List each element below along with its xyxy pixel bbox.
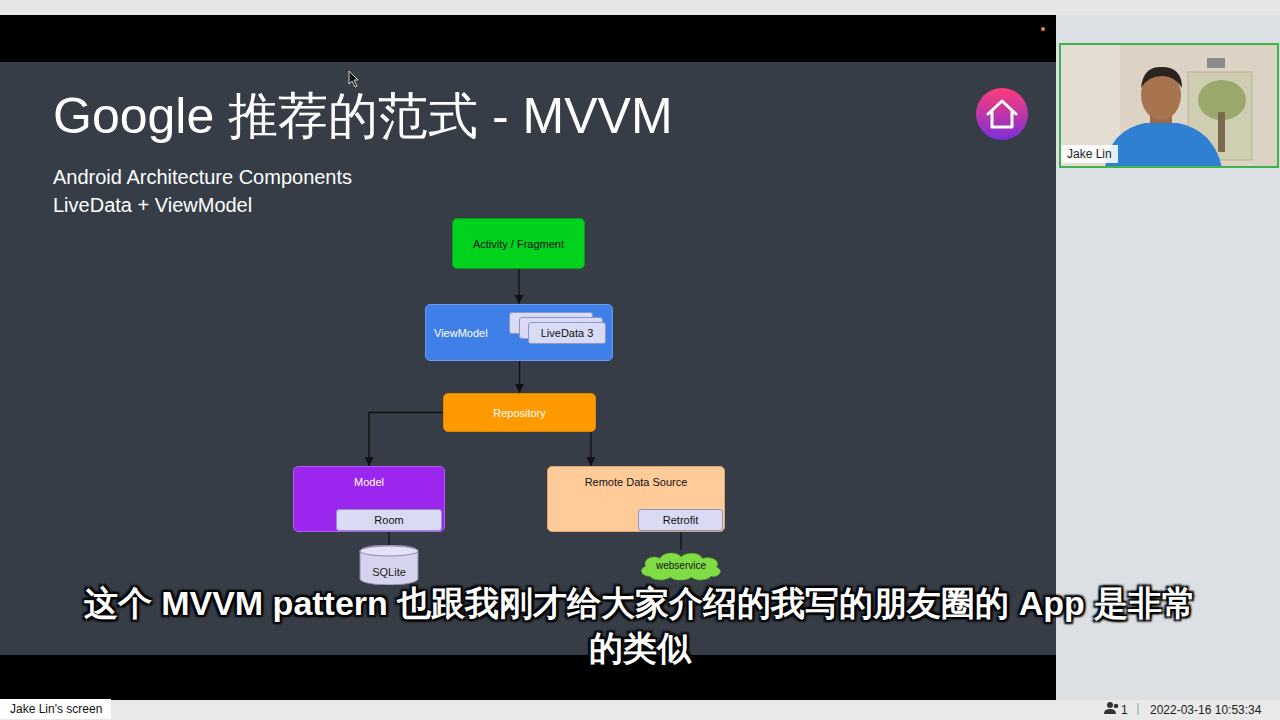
library-box: Room [336, 509, 442, 531]
mouse-cursor [349, 71, 358, 87]
participant-icon [1104, 702, 1118, 714]
webcam-wall-light [1060, 44, 1120, 167]
participant-head-back [1114, 704, 1119, 709]
node-label: ViewModel [434, 327, 488, 339]
connector [518, 269, 519, 304]
connector [680, 531, 681, 550]
participant-name: Jake Lin [1061, 145, 1118, 163]
connector [388, 531, 389, 545]
status-dot [1041, 27, 1045, 31]
node-label: Room [374, 514, 403, 526]
status-separator [1138, 703, 1139, 715]
database-cylinder: SQLite [359, 545, 419, 585]
connector [519, 361, 520, 393]
home-icon-circle [976, 88, 1028, 140]
subtitle-line: LiveData + ViewModel [53, 194, 252, 217]
node-label: Repository [493, 407, 546, 419]
participant-count: 1 [1121, 703, 1128, 717]
video-caption: 这个 MVVM pattern 也跟我刚才给大家介绍的我写的朋友圈的 App 是… [75, 581, 1205, 671]
remote-source-box: Remote Data SourceRetrofit [547, 466, 725, 532]
cloud-body [642, 553, 721, 580]
node-label: SQLite [372, 566, 406, 578]
connector [590, 432, 591, 466]
timestamp: 2022-03-16 10:53:34 [1150, 703, 1261, 717]
library-box: Retrofit [638, 509, 723, 531]
viewmodel-box: ViewModel LiveData 3 [425, 304, 613, 361]
home-icon-house [988, 101, 1016, 127]
connector [369, 413, 443, 467]
screen-share-label: Jake Lin's screen [0, 699, 111, 719]
repository-box: Repository [443, 393, 596, 432]
webcam-shirt [1105, 123, 1222, 167]
node-label: Retrofit [663, 514, 698, 526]
node-label: Model [354, 476, 384, 488]
bottom-strip [0, 700, 1280, 720]
webcam-picture-trunk [1218, 112, 1225, 152]
top-strip [0, 0, 1280, 15]
webcam-hair [1141, 67, 1182, 88]
model-box: ModelRoom [293, 466, 445, 532]
node-label: Remote Data Source [585, 476, 688, 488]
webcam-thumbnail [1060, 44, 1278, 167]
slide-background [0, 62, 1056, 655]
livedata-box: LiveData 3 [528, 322, 606, 344]
participant-head [1107, 702, 1113, 708]
view-box: Activity / Fragment [452, 218, 585, 269]
webcam-vent [1207, 58, 1225, 68]
webcam-border [1060, 44, 1278, 167]
cylinder-body [360, 545, 418, 585]
subtitle-line: Android Architecture Components [53, 166, 352, 189]
node-label: Activity / Fragment [473, 238, 564, 250]
cylinder-outline [359, 545, 419, 585]
slide-title: Google 推荐的范式 - MVVM [53, 86, 673, 146]
webcam-wall [1060, 44, 1278, 167]
home-icon [976, 88, 1028, 140]
cloud-shape: webservice [637, 550, 725, 581]
cylinder-top [360, 546, 418, 556]
participant-body [1104, 709, 1116, 714]
node-label: LiveData 3 [541, 327, 594, 339]
node-label: webservice [656, 560, 706, 571]
